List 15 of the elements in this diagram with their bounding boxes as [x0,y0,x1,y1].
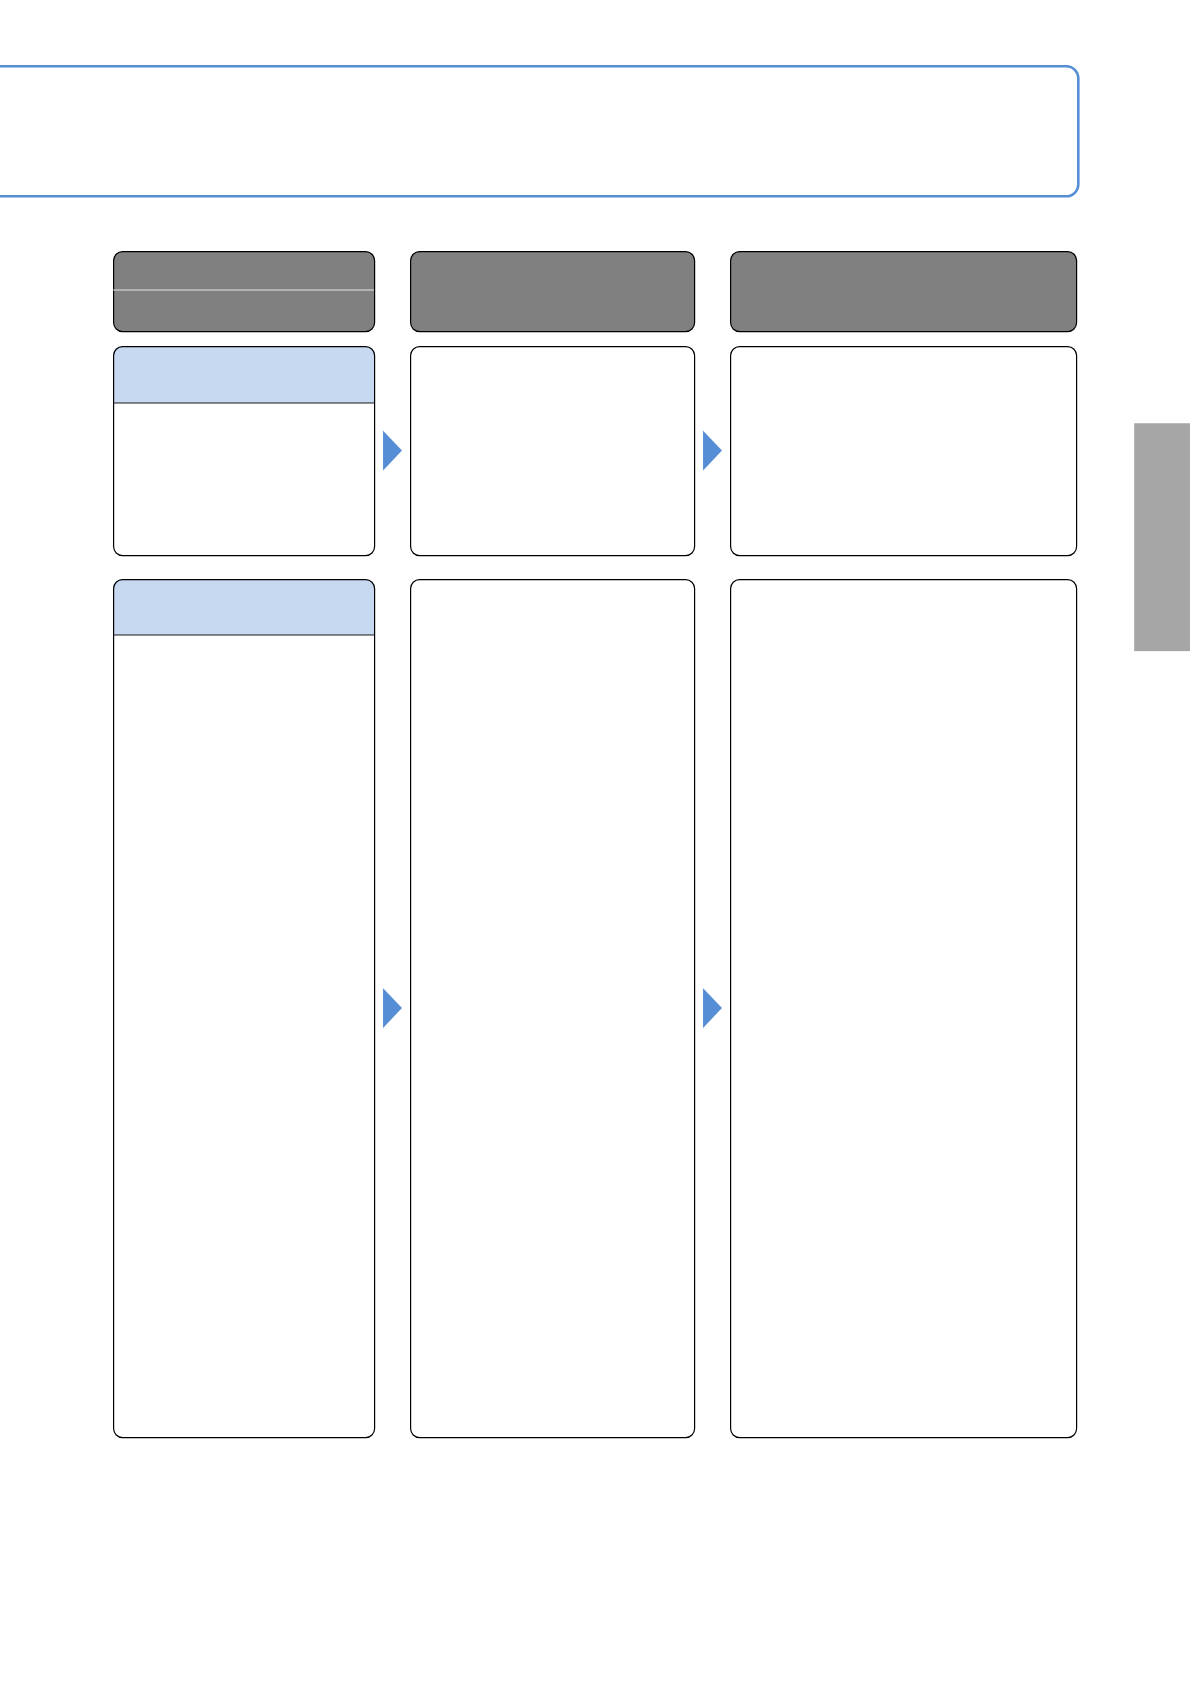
arrow [382,430,402,471]
content-card [410,579,696,1439]
column-header [410,251,696,333]
content-card [112,346,376,557]
content-card [730,579,1078,1439]
arrow [382,988,402,1028]
content-card [112,579,376,1439]
arrow [703,430,722,471]
title-banner [0,65,1080,198]
column-header [112,251,376,333]
column-header [730,251,1078,333]
arrow [703,988,722,1028]
content-card [410,346,696,557]
side-tab [1134,423,1190,652]
content-card [730,346,1078,557]
